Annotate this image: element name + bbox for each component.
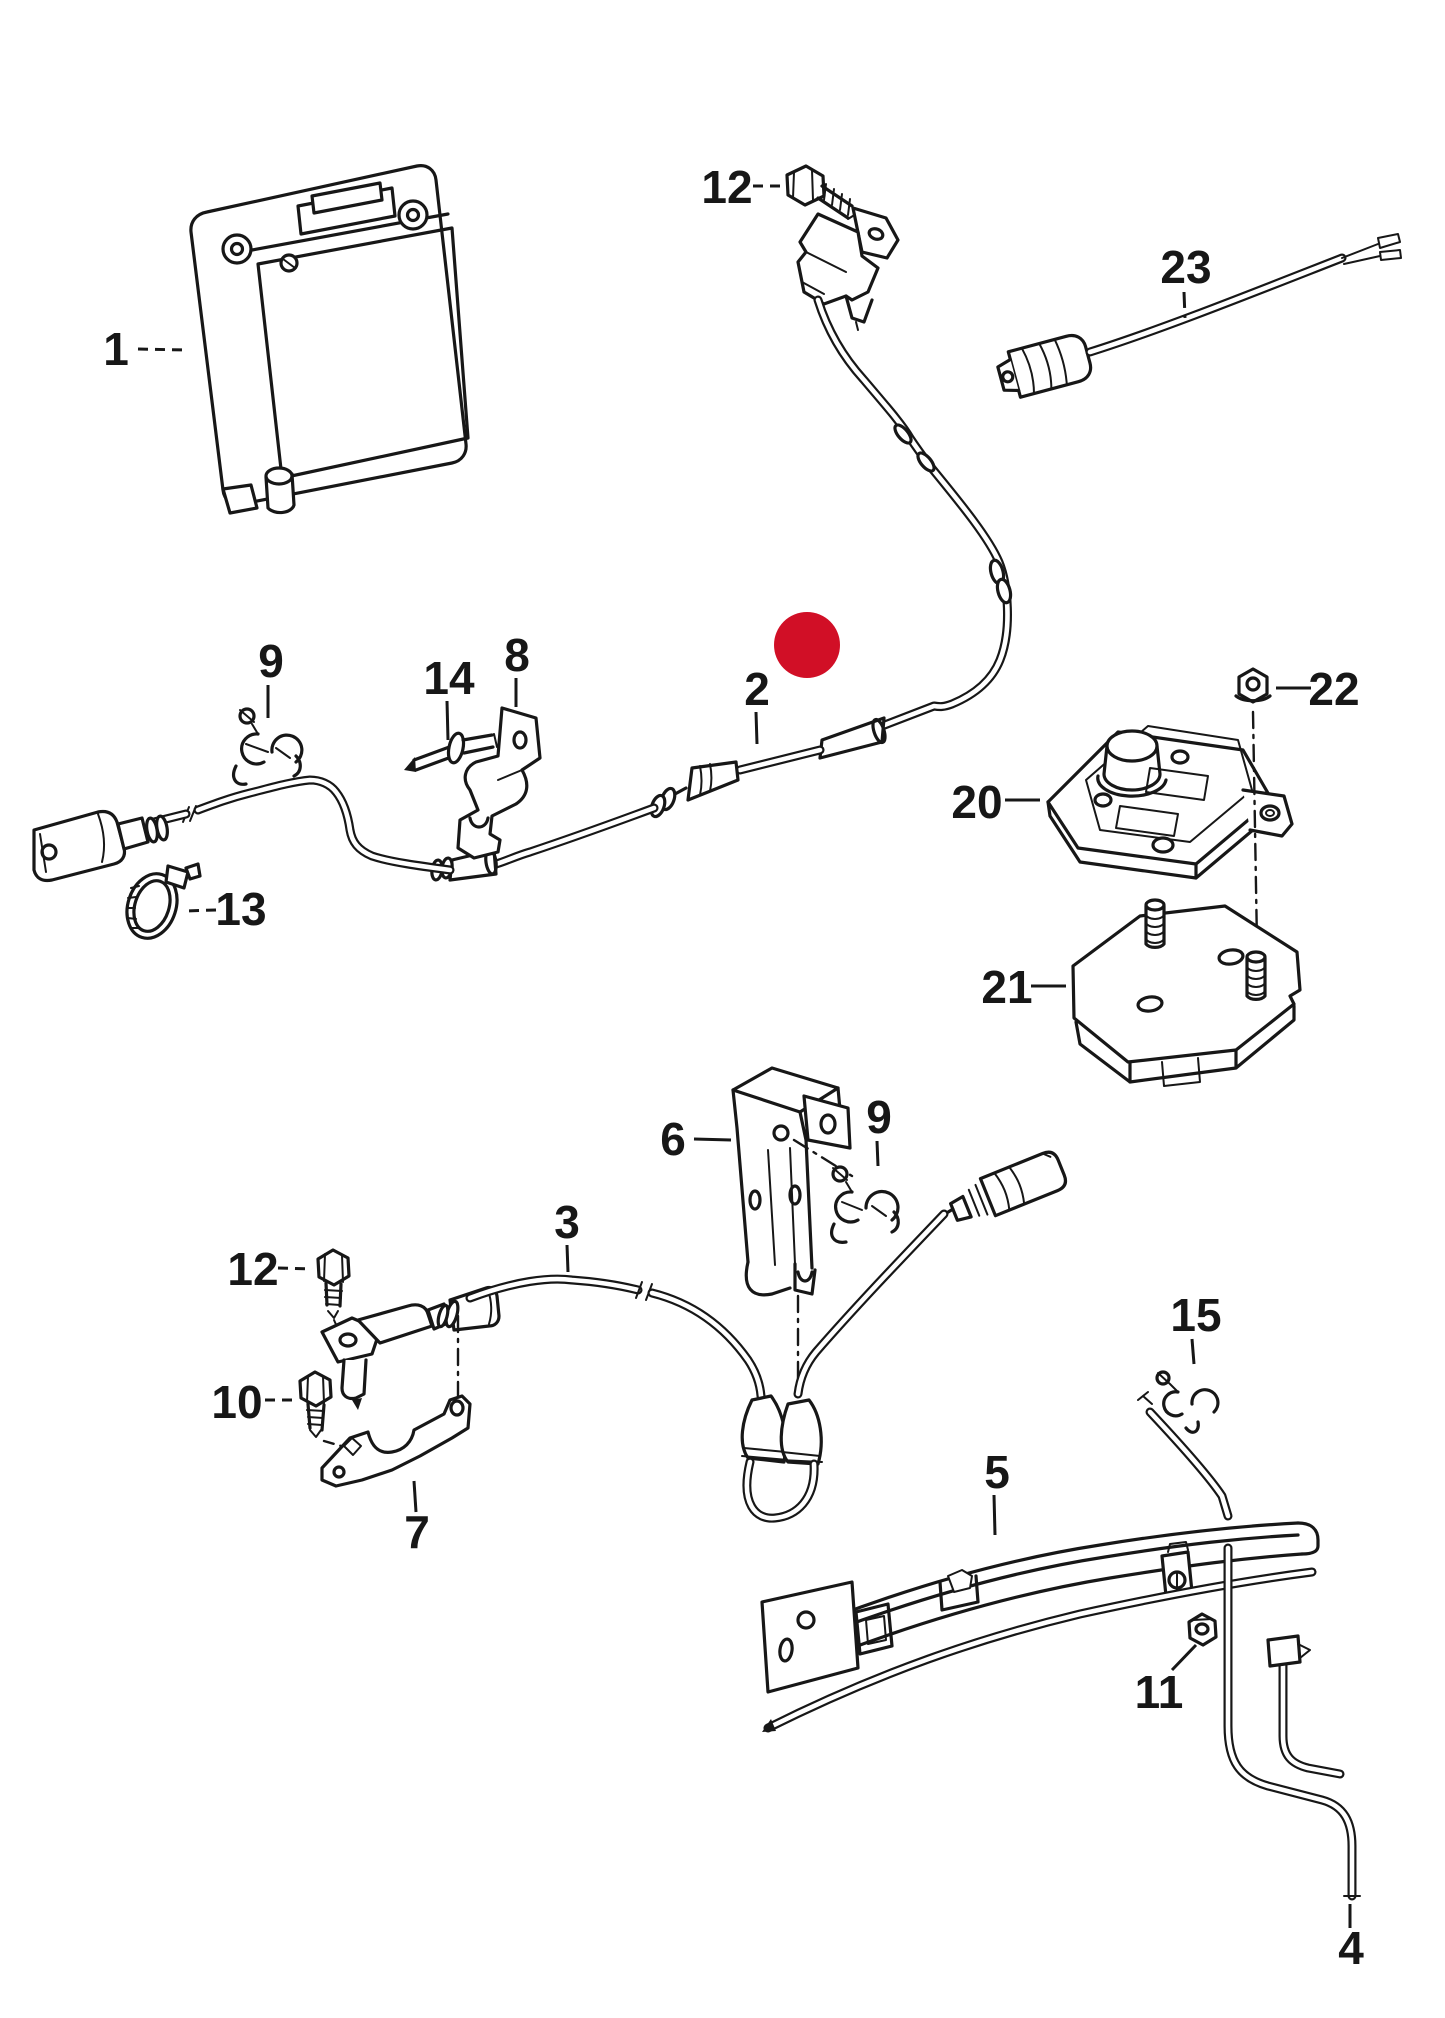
- part-12-bolt-lower: [316, 1248, 351, 1337]
- part-cable-boots-loop: [740, 1394, 823, 1518]
- part-9-clamp-left: [232, 707, 304, 786]
- callout-leader-11: [1170, 1643, 1198, 1672]
- part-2-sensor-cable: [150, 300, 1013, 882]
- callout-22: 22: [1308, 663, 1359, 715]
- callout-leader-6: [693, 1137, 732, 1142]
- callout-10: 10: [211, 1376, 262, 1428]
- callout-8: 8: [504, 629, 530, 681]
- callout-leader-3: [565, 1244, 570, 1273]
- part-6-bracket: [731, 1066, 854, 1392]
- callout-leader-13: [182, 908, 217, 913]
- part-14-pin: [404, 731, 514, 772]
- callout-3: 3: [554, 1196, 580, 1248]
- part-1-control-unit: [189, 164, 470, 515]
- part-23-sensor-cable: [996, 233, 1402, 399]
- part-11-nut: [1187, 1612, 1218, 1647]
- part-15-clamp: [1137, 1370, 1228, 1516]
- part-front-wheel-sensor: [796, 206, 900, 331]
- callout-15: 15: [1170, 1289, 1221, 1341]
- part-22-nut: [1234, 667, 1272, 946]
- callout-14: 14: [423, 652, 475, 704]
- part-13-hose-clamp: [125, 862, 202, 940]
- part-9-clamp-center: [830, 1165, 900, 1244]
- part-20-module: [1046, 725, 1294, 880]
- callout-12b: 12: [227, 1243, 278, 1295]
- callout-leader-9b: [875, 1140, 880, 1167]
- callout-5: 5: [984, 1446, 1010, 1498]
- part-rear-wheel-sensor: [320, 1285, 501, 1434]
- callout-leader-15: [1190, 1338, 1196, 1365]
- part-2-connector-plug: [32, 809, 169, 883]
- callout-12a: 12: [701, 161, 752, 213]
- part-8-bracket: [456, 706, 542, 860]
- callout-21: 21: [981, 961, 1032, 1013]
- part-4-tubes: [1228, 1548, 1361, 1896]
- callout-leader-7: [412, 1480, 418, 1513]
- callout-9b: 9: [866, 1091, 892, 1143]
- callout-7: 7: [404, 1506, 430, 1558]
- part-3-cable: [470, 1279, 761, 1396]
- callout-6: 6: [660, 1113, 686, 1165]
- callout-11: 11: [1135, 1666, 1184, 1718]
- callout-leader-14: [445, 700, 450, 741]
- callout-13: 13: [215, 883, 266, 935]
- callout-20: 20: [951, 776, 1002, 828]
- callout-leader-2: [754, 711, 759, 745]
- callout-9a: 9: [258, 635, 284, 687]
- callout-leader-23: [1182, 291, 1187, 319]
- callout-leader-12b: [277, 1266, 313, 1271]
- callout-2: 2: [744, 663, 770, 715]
- callout-leader-1: [137, 347, 187, 352]
- part-7-bracket: [320, 1394, 472, 1488]
- part-5-rail-bracket: [760, 1521, 1320, 1732]
- part-21-mounting-plate: [1071, 898, 1302, 1087]
- callout-4: 4: [1338, 1922, 1364, 1974]
- red-marker: [774, 612, 840, 678]
- callout-1: 1: [103, 323, 129, 375]
- part-3-connector-plug: [798, 1150, 1068, 1394]
- callout-23: 23: [1160, 241, 1211, 293]
- callout-leader-5: [992, 1494, 997, 1536]
